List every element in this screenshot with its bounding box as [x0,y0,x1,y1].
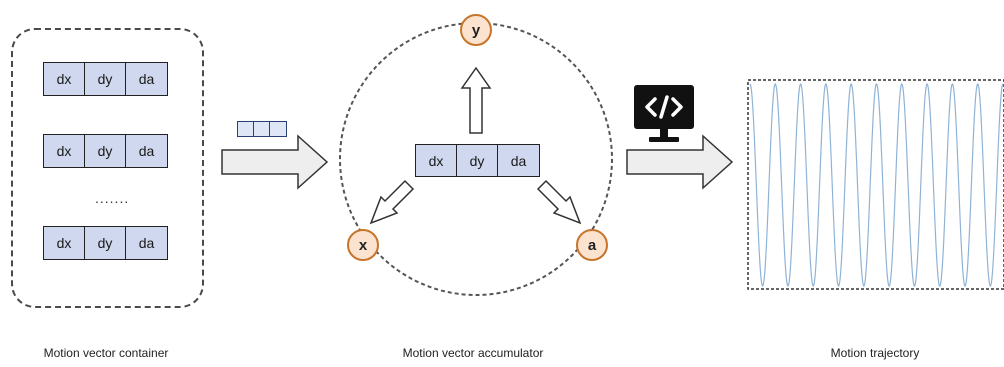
mini-vector-icon [237,121,287,137]
vector-cell-da: da [138,235,155,251]
accumulator-vector: dx dy da [415,144,540,177]
axis-y-node: y [460,14,492,46]
vector-cell-dx: dx [44,63,85,95]
arrow-to-y [460,66,492,134]
vector-cell-da: da [510,152,527,169]
caption-accumulator: Motion vector accumulator [402,346,544,360]
vector-cell-dy: dy [457,145,498,176]
caption-trajectory: Motion trajectory [830,346,920,360]
caption-container: Motion vector container [43,346,169,360]
vector-row: dx dy da [43,62,168,96]
axis-x-node: x [347,229,379,261]
vector-cell-da: da [138,143,155,159]
vector-cell-dy: dy [85,227,126,259]
vector-cell-dx: dx [416,145,457,176]
vector-row: dx dy da [43,226,168,260]
code-icon [634,85,694,142]
flow-arrow [221,134,329,190]
axis-a-node: a [576,229,608,261]
vector-cell-dy: dy [85,135,126,167]
vector-cell-dx: dx [44,135,85,167]
trajectory-wave [749,83,1004,287]
motion-vector-container [11,28,204,308]
arrow-to-a [536,179,582,225]
vector-cell-dy: dy [85,63,126,95]
trajectory-frame [747,79,1004,290]
more-rows-ellipsis: ....... [95,190,130,206]
vector-row: dx dy da [43,134,168,168]
arrow-to-x [369,179,415,225]
vector-cell-dx: dx [44,227,85,259]
vector-cell-da: da [138,71,155,87]
flow-arrow [626,134,734,190]
